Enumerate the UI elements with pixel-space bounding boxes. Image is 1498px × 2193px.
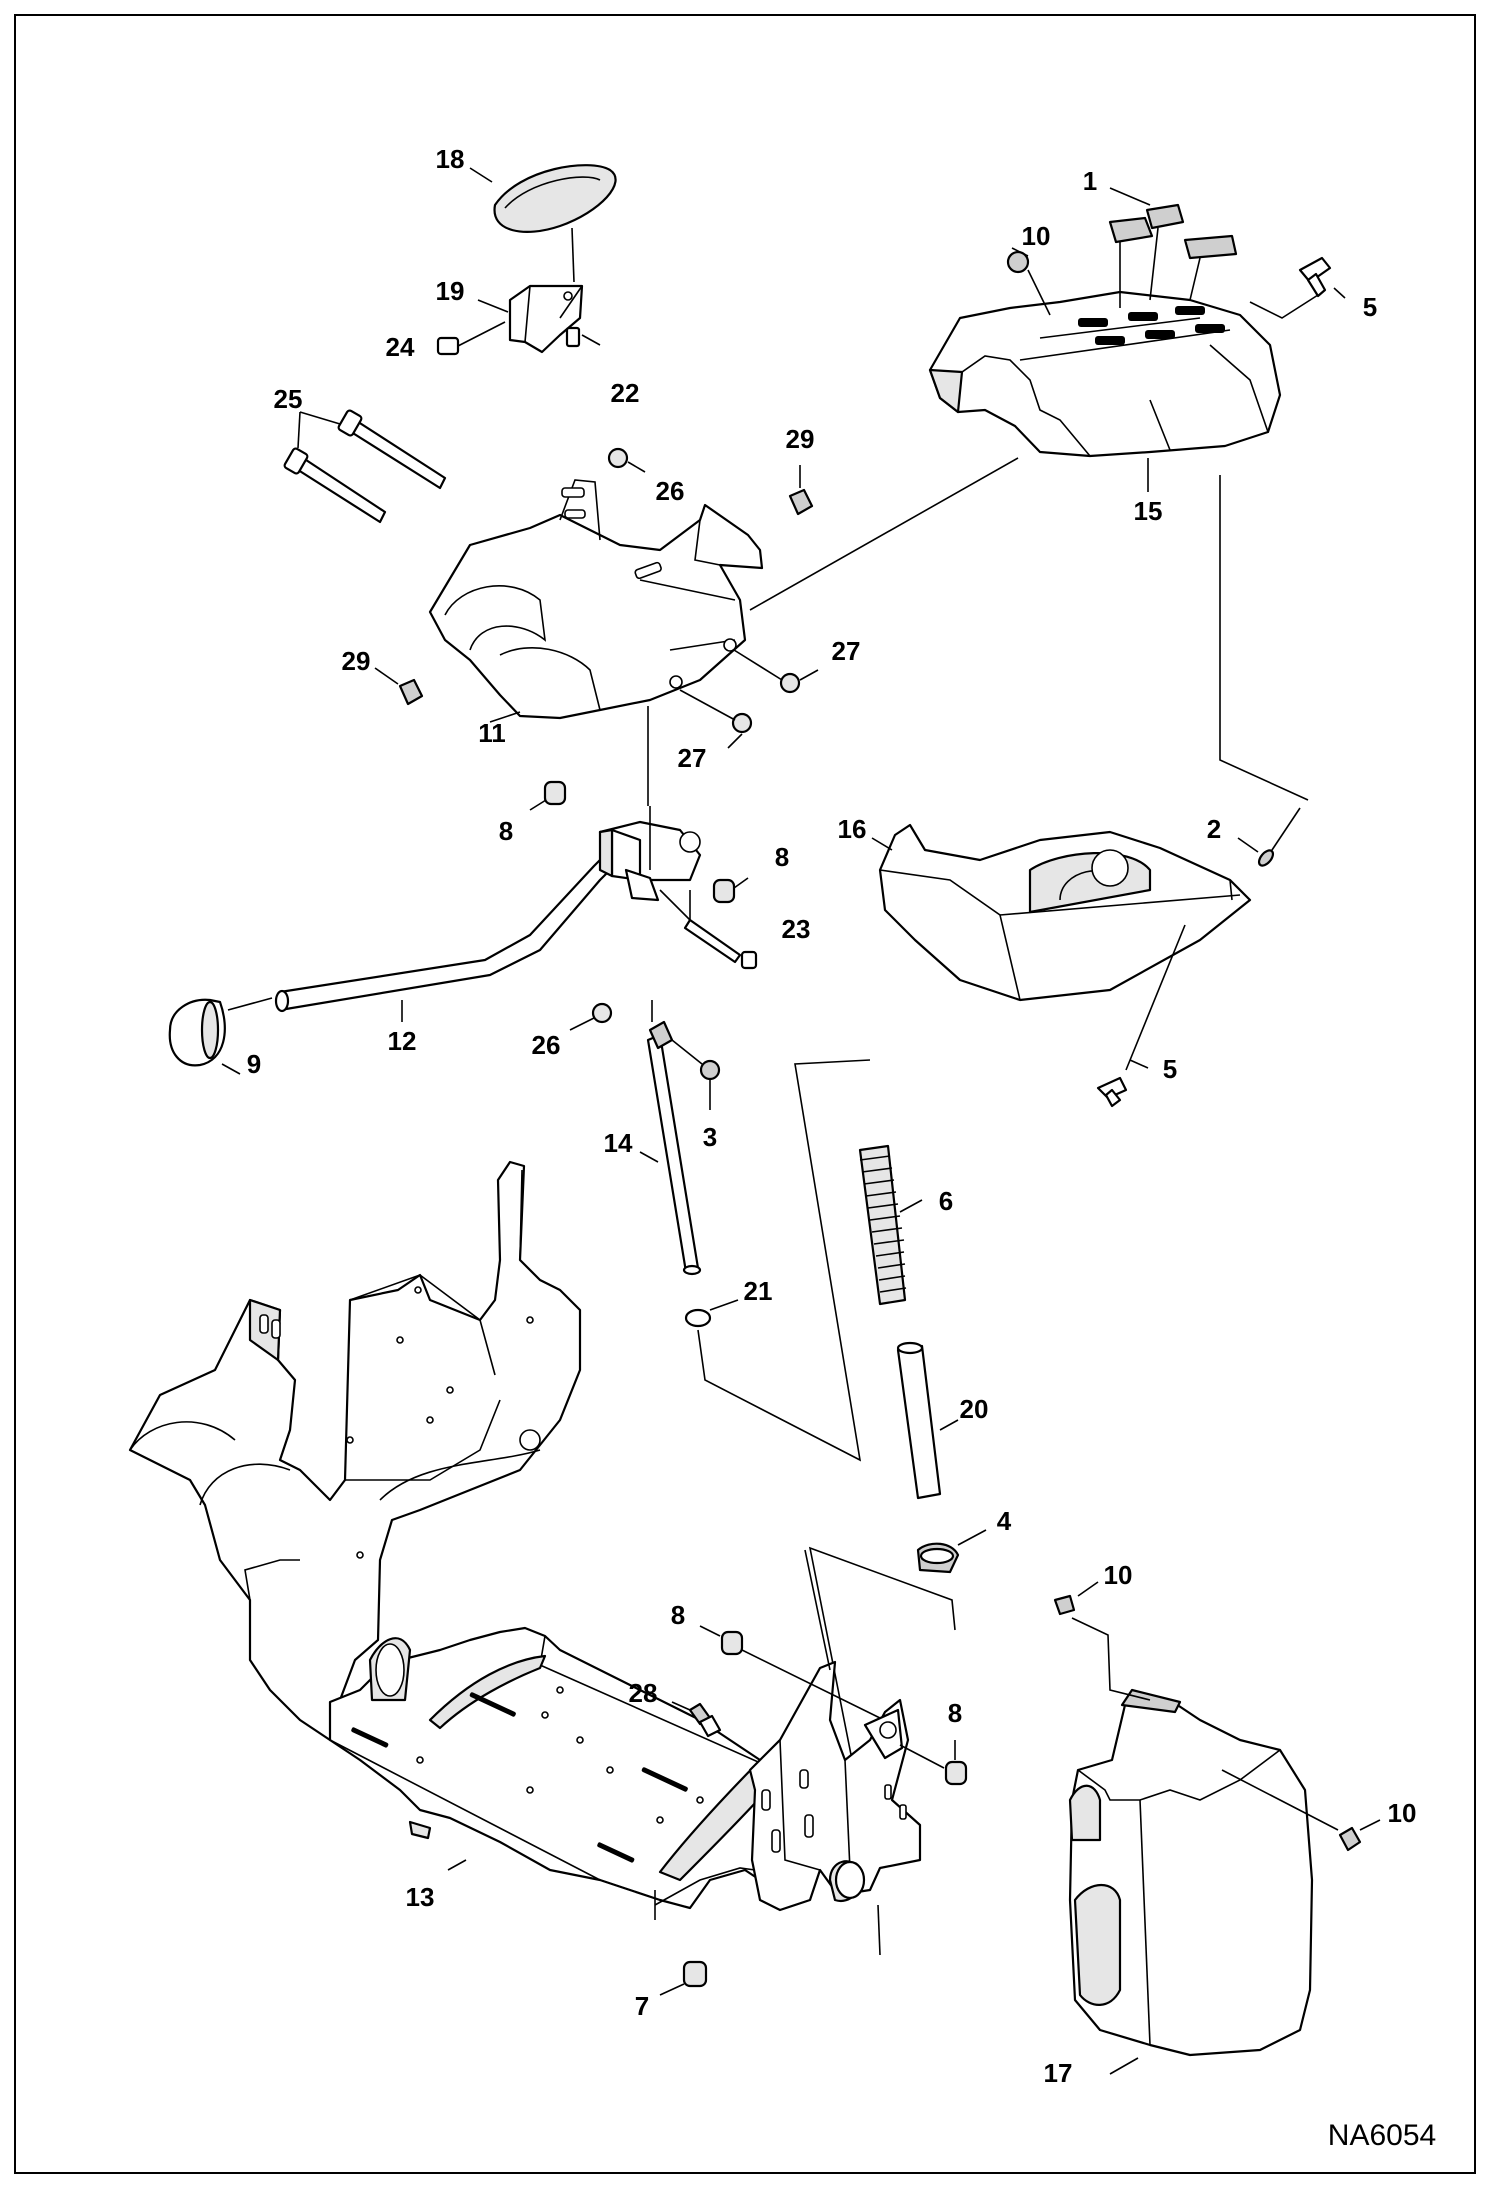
callout-8: 8 (499, 816, 513, 846)
callout-27: 27 (832, 636, 861, 666)
part-shift-rod (646, 1020, 702, 1276)
callout-23: 23 (782, 914, 811, 944)
part-nut-26b (591, 1002, 613, 1024)
part-knob (168, 998, 226, 1067)
callout-8: 8 (948, 1698, 962, 1728)
part-nut-26 (607, 447, 629, 469)
part-o-ring (1257, 849, 1275, 867)
callout-5: 5 (1363, 292, 1377, 322)
callout-7: 7 (635, 1991, 649, 2021)
part-spring-boot (858, 1144, 907, 1306)
callout-26: 26 (656, 476, 685, 506)
part-nut-27b (731, 712, 753, 734)
part-screw-23 (683, 918, 758, 970)
part-screw-10b (1053, 1594, 1076, 1616)
part-long-bolts (283, 409, 447, 524)
part-tube-20 (896, 1341, 942, 1500)
callout-27: 27 (678, 743, 707, 773)
part-bushing-8a (543, 780, 567, 806)
part-console-bracket (428, 479, 764, 720)
callout-18: 18 (436, 144, 465, 174)
callout-17: 17 (1044, 2058, 1073, 2088)
callout-10: 10 (1388, 1798, 1417, 1828)
part-grommet (916, 1542, 960, 1574)
callout-5: 5 (1163, 1054, 1177, 1084)
part-main-frame (128, 1160, 582, 1742)
callout-12: 12 (388, 1026, 417, 1056)
callout-26: 26 (532, 1030, 561, 1060)
callout-1: 1 (1083, 166, 1097, 196)
callout-20: 20 (960, 1394, 989, 1424)
callout-3: 3 (703, 1122, 717, 1152)
part-pivot-bracket (748, 1660, 922, 1912)
part-lower-cover (878, 823, 1252, 1002)
callout-6: 6 (939, 1186, 953, 1216)
part-bushing-8c (720, 1630, 744, 1656)
part-mount-bracket (508, 284, 584, 354)
part-screw-28 (688, 1702, 722, 1738)
callout-10: 10 (1104, 1560, 1133, 1590)
callout-10: 10 (1022, 221, 1051, 251)
part-screw-24 (436, 321, 506, 356)
callout-29: 29 (342, 646, 371, 676)
callout-8: 8 (775, 842, 789, 872)
part-screw-10c (1338, 1826, 1362, 1852)
callout-4: 4 (997, 1506, 1012, 1536)
callout-16: 16 (838, 814, 867, 844)
part-bushing-8b (712, 878, 736, 904)
part-bushing-8d (944, 1760, 968, 1786)
part-washer-21 (684, 1308, 712, 1328)
part-bushing-7 (682, 1960, 708, 1988)
part-screw-22 (565, 326, 601, 348)
callout-2: 2 (1207, 814, 1221, 844)
callout-13: 13 (406, 1882, 435, 1912)
callout-24: 24 (386, 332, 415, 362)
part-shift-lever (274, 820, 702, 1013)
callout-14: 14 (604, 1128, 633, 1158)
part-side-cover (1068, 1688, 1314, 2057)
part-upper-cover (928, 290, 1282, 458)
part-screw-10a (1006, 250, 1030, 274)
callout-15: 15 (1134, 496, 1163, 526)
callout-9: 9 (247, 1049, 261, 1079)
callout-11: 11 (478, 718, 506, 748)
callout-19: 19 (436, 276, 465, 306)
callout-28: 28 (629, 1678, 658, 1708)
part-grip-cap (493, 164, 617, 233)
callout-21: 21 (744, 1276, 773, 1306)
part-clip-29a (788, 488, 814, 516)
part-clip-29b (398, 678, 424, 706)
part-screw-5b (1096, 1076, 1128, 1108)
callout-29: 29 (786, 424, 815, 454)
part-screw-3 (699, 1059, 721, 1081)
part-switch-plugs (1108, 203, 1238, 308)
part-nut-27a (779, 672, 801, 694)
callout-8: 8 (671, 1600, 685, 1630)
part-screw-5a (1298, 256, 1332, 298)
callout-25: 25 (274, 384, 303, 414)
part-floor-plate (328, 1626, 817, 1910)
drawing-code: NA6054 (1328, 2119, 1436, 2152)
callout-22: 22 (611, 378, 640, 408)
